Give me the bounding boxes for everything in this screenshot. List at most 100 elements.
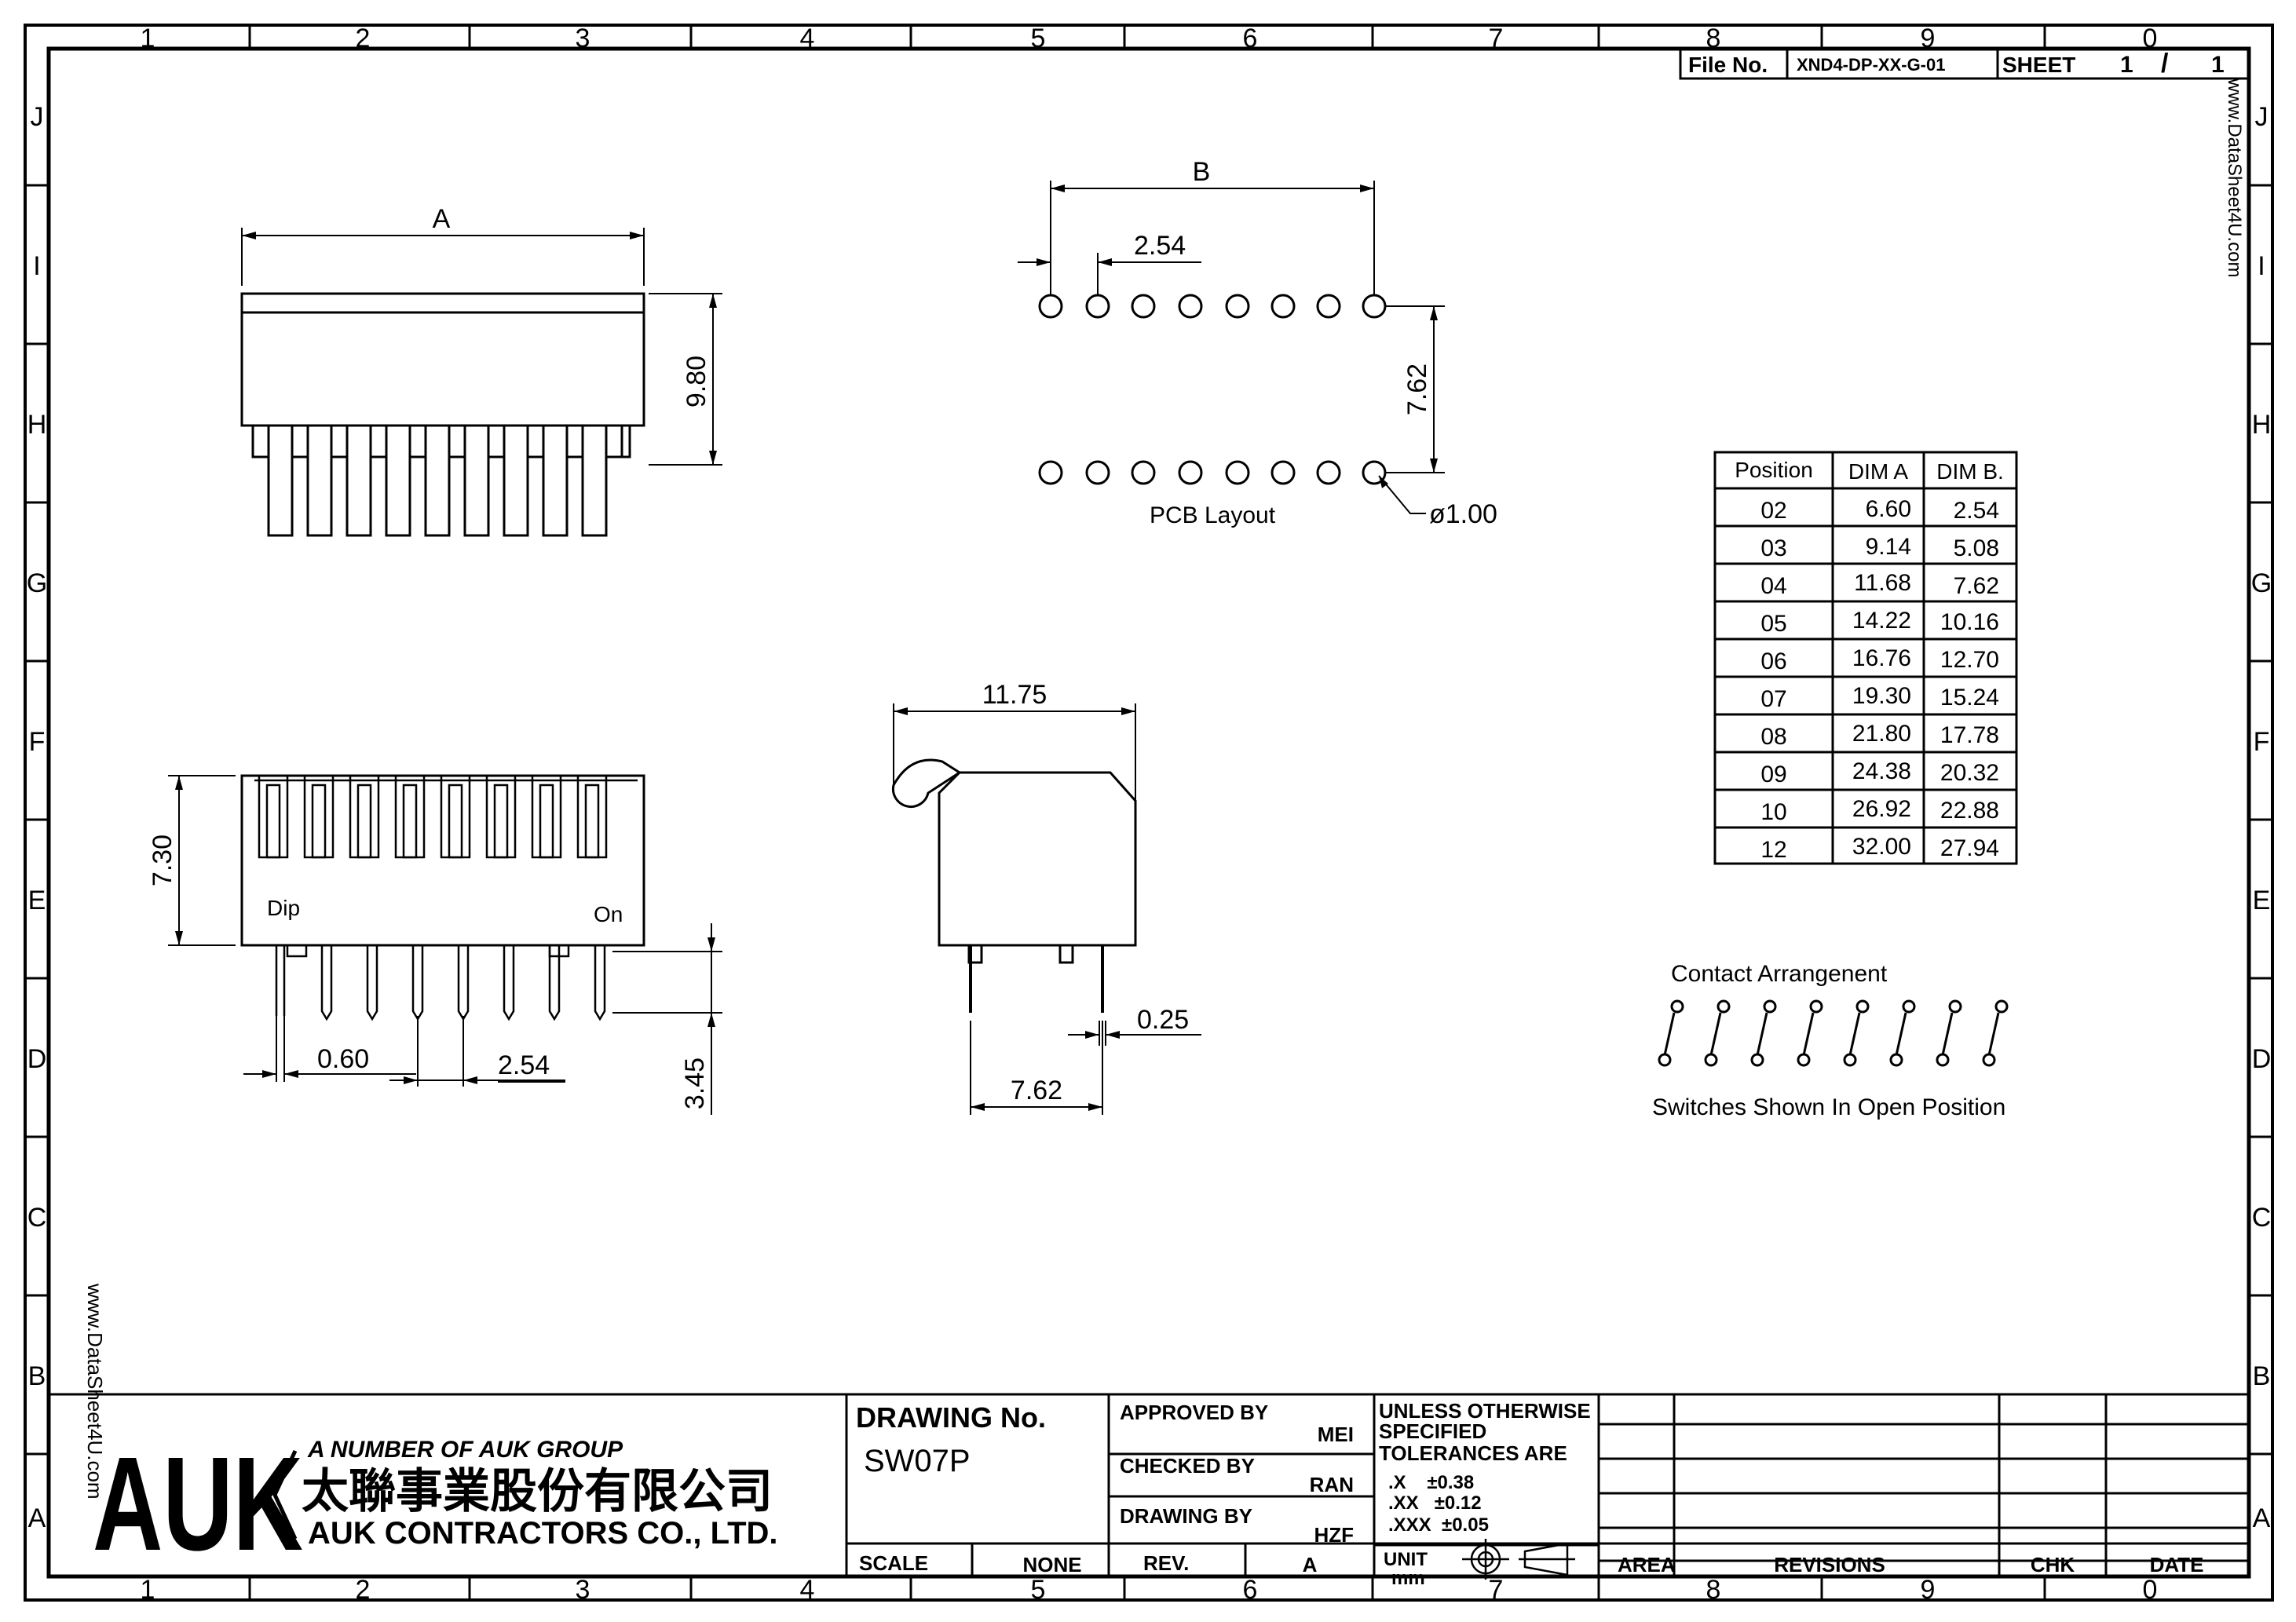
drawing-no-value: SW07P [864,1444,971,1478]
pcb-holes-bottom [1038,460,1387,485]
table-cell: 12.70 [1940,647,1999,673]
col-label-bottom: 2 [356,1575,371,1605]
dim-height-side-label: 7.30 [148,835,177,886]
col-label-bottom: 6 [1243,1575,1258,1605]
rev-label: REV. [1143,1551,1189,1575]
chk-label: CHK [2031,1553,2075,1576]
column-labels: 1 2 3 4 5 6 7 8 9 0 1 2 3 4 5 6 7 8 9 0 [141,24,2158,1605]
group-line: A NUMBER OF AUK GROUP [307,1437,623,1463]
dim-pin-end-label: 0.25 [1137,1005,1189,1035]
row-label-right: H [2252,410,2272,440]
logo-text: AUK [93,1430,303,1579]
col-label-top: 0 [2143,24,2158,53]
table-cell: 26.92 [1852,796,1911,822]
pcb-layout: B 2.54 7.62 ø1.00 PCB Layout [1018,157,1497,529]
table-cell: 9.14 [1866,534,1911,560]
col-label-top: 1 [141,24,155,53]
table-cell: 22.88 [1940,798,1999,824]
watermark-right: www.DataSheet4U.com [2224,78,2245,277]
row-labels: J I H G F E D C B A J I H G F E D C B A [27,102,2272,1533]
table-cell: 24.38 [1852,758,1911,784]
row-label-left: I [33,251,40,281]
row-label-left: G [27,568,47,598]
checked-by: RAN [1310,1473,1354,1496]
front-view: A 9.80 [240,204,722,537]
row-label-left: J [31,102,44,132]
dim-a-label: A [433,204,451,234]
row-label-right: G [2251,568,2272,598]
tolerance-line-3: TOLERANCES ARE [1379,1441,1567,1465]
table-cell: 10.16 [1940,609,1999,635]
file-header: File No. XND4-DP-XX-G-01 SHEET 1 / 1 [1679,47,2250,80]
table-cell: 11.68 [1854,570,1911,596]
col-label-top: 7 [1489,24,1504,53]
pcb-hole-label: ø1.00 [1429,499,1497,529]
tolerance-x: .X ±0.38 [1388,1472,1474,1493]
dim-pitch-label: 2.54 [498,1050,550,1080]
dim-pin-label: 0.60 [317,1044,369,1074]
table-header-position: Position [1735,458,1813,482]
table-header-dim-b: DIM B. [1936,459,2004,484]
area-label: AREA [1618,1553,1676,1576]
table-cell: 17.78 [1940,722,1999,748]
approved-label: APPROVED BY [1120,1401,1268,1424]
col-label-top: 8 [1706,24,1721,53]
table-cell: 08 [1760,724,1786,750]
inner-border [46,46,2251,1579]
table-cell: 02 [1760,498,1786,524]
pcb-holes-top [1038,294,1387,319]
label-dip: Dip [267,896,300,920]
row-ticks [25,184,2272,1456]
col-label-top: 5 [1031,24,1046,53]
table-cell: 15.24 [1940,685,1999,711]
table-cell: 6.60 [1866,496,1911,522]
side-view: Dip On 7.30 3.45 0.60 [148,774,722,1115]
front-view-terminals [251,424,631,537]
column-ticks [248,25,2046,1600]
table-cell: 10 [1760,799,1786,825]
drawn-by: HZF [1314,1523,1354,1547]
col-label-top: 9 [1921,24,1936,53]
rev-value: A [1303,1553,1318,1576]
pcb-caption: PCB Layout [1150,502,1276,528]
scale-label: SCALE [859,1551,928,1575]
sheet-label: SHEET [2002,53,2075,77]
dim-width-label: 11.75 [982,680,1047,710]
col-label-top: 2 [356,24,371,53]
sheet-total: 1 [2211,52,2225,78]
unit-label: UNIT [1384,1549,1428,1570]
table-cell: 5.08 [1954,535,1999,561]
col-label-bottom: 9 [1921,1575,1936,1605]
table-cell: 27.94 [1940,835,1999,861]
watermark-left: www.DataSheet4U.com [83,1283,107,1500]
tolerance-line-1: UNLESS OTHERWISE [1379,1399,1591,1423]
table-cell: 7.62 [1954,573,1999,599]
dim-span-label: 7.62 [1011,1076,1062,1105]
title-block [49,1393,2249,1576]
col-label-bottom: 0 [2143,1575,2158,1605]
col-label-top: 3 [576,24,590,53]
row-label-right: I [2258,251,2265,281]
dim-b-label: B [1193,157,1211,187]
table-cell: 32.00 [1852,834,1911,860]
end-view: 11.75 7.62 0.25 [891,680,1201,1115]
sheet-number: 1 [2120,52,2133,78]
title-block-text: DRAWING No. SW07P APPROVED BY MEI CHECKE… [856,1399,2203,1589]
row-label-right: F [2254,727,2270,757]
dimension-table [1713,451,2018,865]
file-no-label: File No. [1688,53,1768,77]
col-label-bottom: 5 [1031,1575,1046,1605]
tolerance-xxx: .XXX ±0.05 [1388,1514,1489,1536]
contacts-caption: Switches Shown In Open Position [1652,1094,2005,1120]
table-cell: 20.32 [1940,760,1999,786]
company-name-cn: 太聯事業股份有限公司 [302,1464,773,1519]
label-on: On [594,902,623,926]
row-label-right: B [2253,1361,2271,1391]
checked-label: CHECKED BY [1120,1454,1255,1478]
unit-value: mm [1391,1568,1425,1589]
dimension-table-text: Position DIM A DIM B. 02 6.60 2.54 03 9.… [1735,458,2004,863]
table-cell: 04 [1760,573,1786,599]
sheet-separator: / [2161,49,2169,79]
table-cell: 19.30 [1852,683,1911,709]
